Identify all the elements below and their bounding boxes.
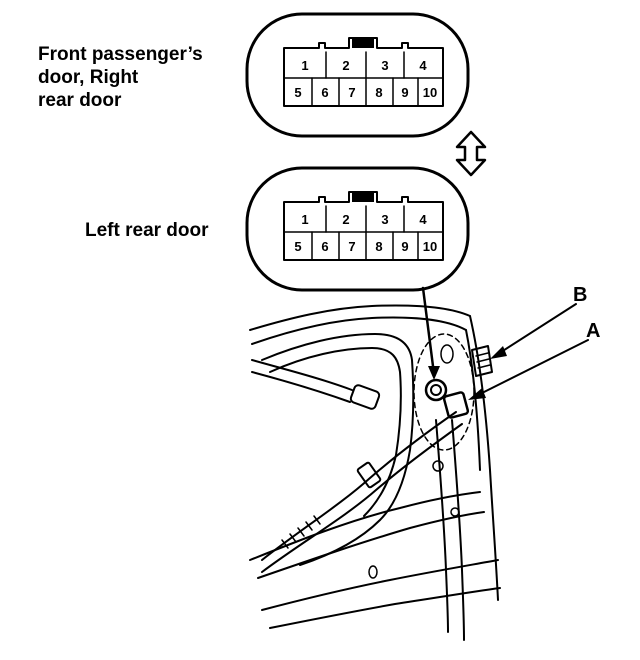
- callout-b-leader: [497, 303, 577, 355]
- bottom-pin-9: 9: [401, 239, 408, 254]
- door-frame-illustration: [249, 304, 501, 641]
- bottom-pin-6: 6: [321, 239, 328, 254]
- bottom-pin-8: 8: [375, 239, 382, 254]
- bottom-pin-2: 2: [342, 212, 349, 227]
- connector-leader-arrowhead: [428, 366, 440, 380]
- connector-top-face: 1 2 3 4 5 6 7 8 9 10: [283, 37, 444, 107]
- top-pin-9: 9: [401, 85, 408, 100]
- top-pin-5: 5: [294, 85, 301, 100]
- top-pin-7: 7: [348, 85, 355, 100]
- callout-label-b: B: [573, 284, 587, 306]
- top-pin-6: 6: [321, 85, 328, 100]
- connector-bottom-bubble: [245, 166, 470, 292]
- top-pin-10: 10: [423, 85, 437, 100]
- label-front-passenger-line1: Front passenger’s: [38, 44, 203, 65]
- callout-a-arrowhead: [468, 388, 486, 400]
- connector-top-bubble: [245, 12, 470, 138]
- bottom-pin-4: 4: [419, 212, 427, 227]
- label-front-passenger-line3: rear door: [38, 90, 122, 111]
- top-pin-4: 4: [419, 58, 427, 73]
- connector-bottom-callout: 1 2 3 4 5 6 7 8 9 10: [245, 166, 470, 292]
- label-left-rear-door: Left rear door: [85, 220, 209, 241]
- top-pin-1: 1: [301, 58, 308, 73]
- label-front-passenger-line2: door, Right: [38, 67, 139, 88]
- top-pin-2: 2: [342, 58, 349, 73]
- bottom-pin-5: 5: [294, 239, 301, 254]
- bottom-pin-3: 3: [381, 212, 388, 227]
- top-pin-8: 8: [375, 85, 382, 100]
- top-pin-3: 3: [381, 58, 388, 73]
- callout-a-leader: [475, 339, 589, 397]
- bottom-pin-10: 10: [423, 239, 437, 254]
- callout-label-a: A: [586, 320, 600, 342]
- connector-top-callout: 1 2 3 4 5 6 7 8 9 10: [245, 12, 470, 138]
- callout-b-arrowhead: [490, 346, 507, 359]
- bottom-pin-7: 7: [348, 239, 355, 254]
- connector-leader-line: [421, 286, 436, 376]
- double-arrow-icon: [455, 130, 487, 177]
- connector-bottom-face: 1 2 3 4 5 6 7 8 9 10: [283, 191, 444, 261]
- bottom-pin-1: 1: [301, 212, 308, 227]
